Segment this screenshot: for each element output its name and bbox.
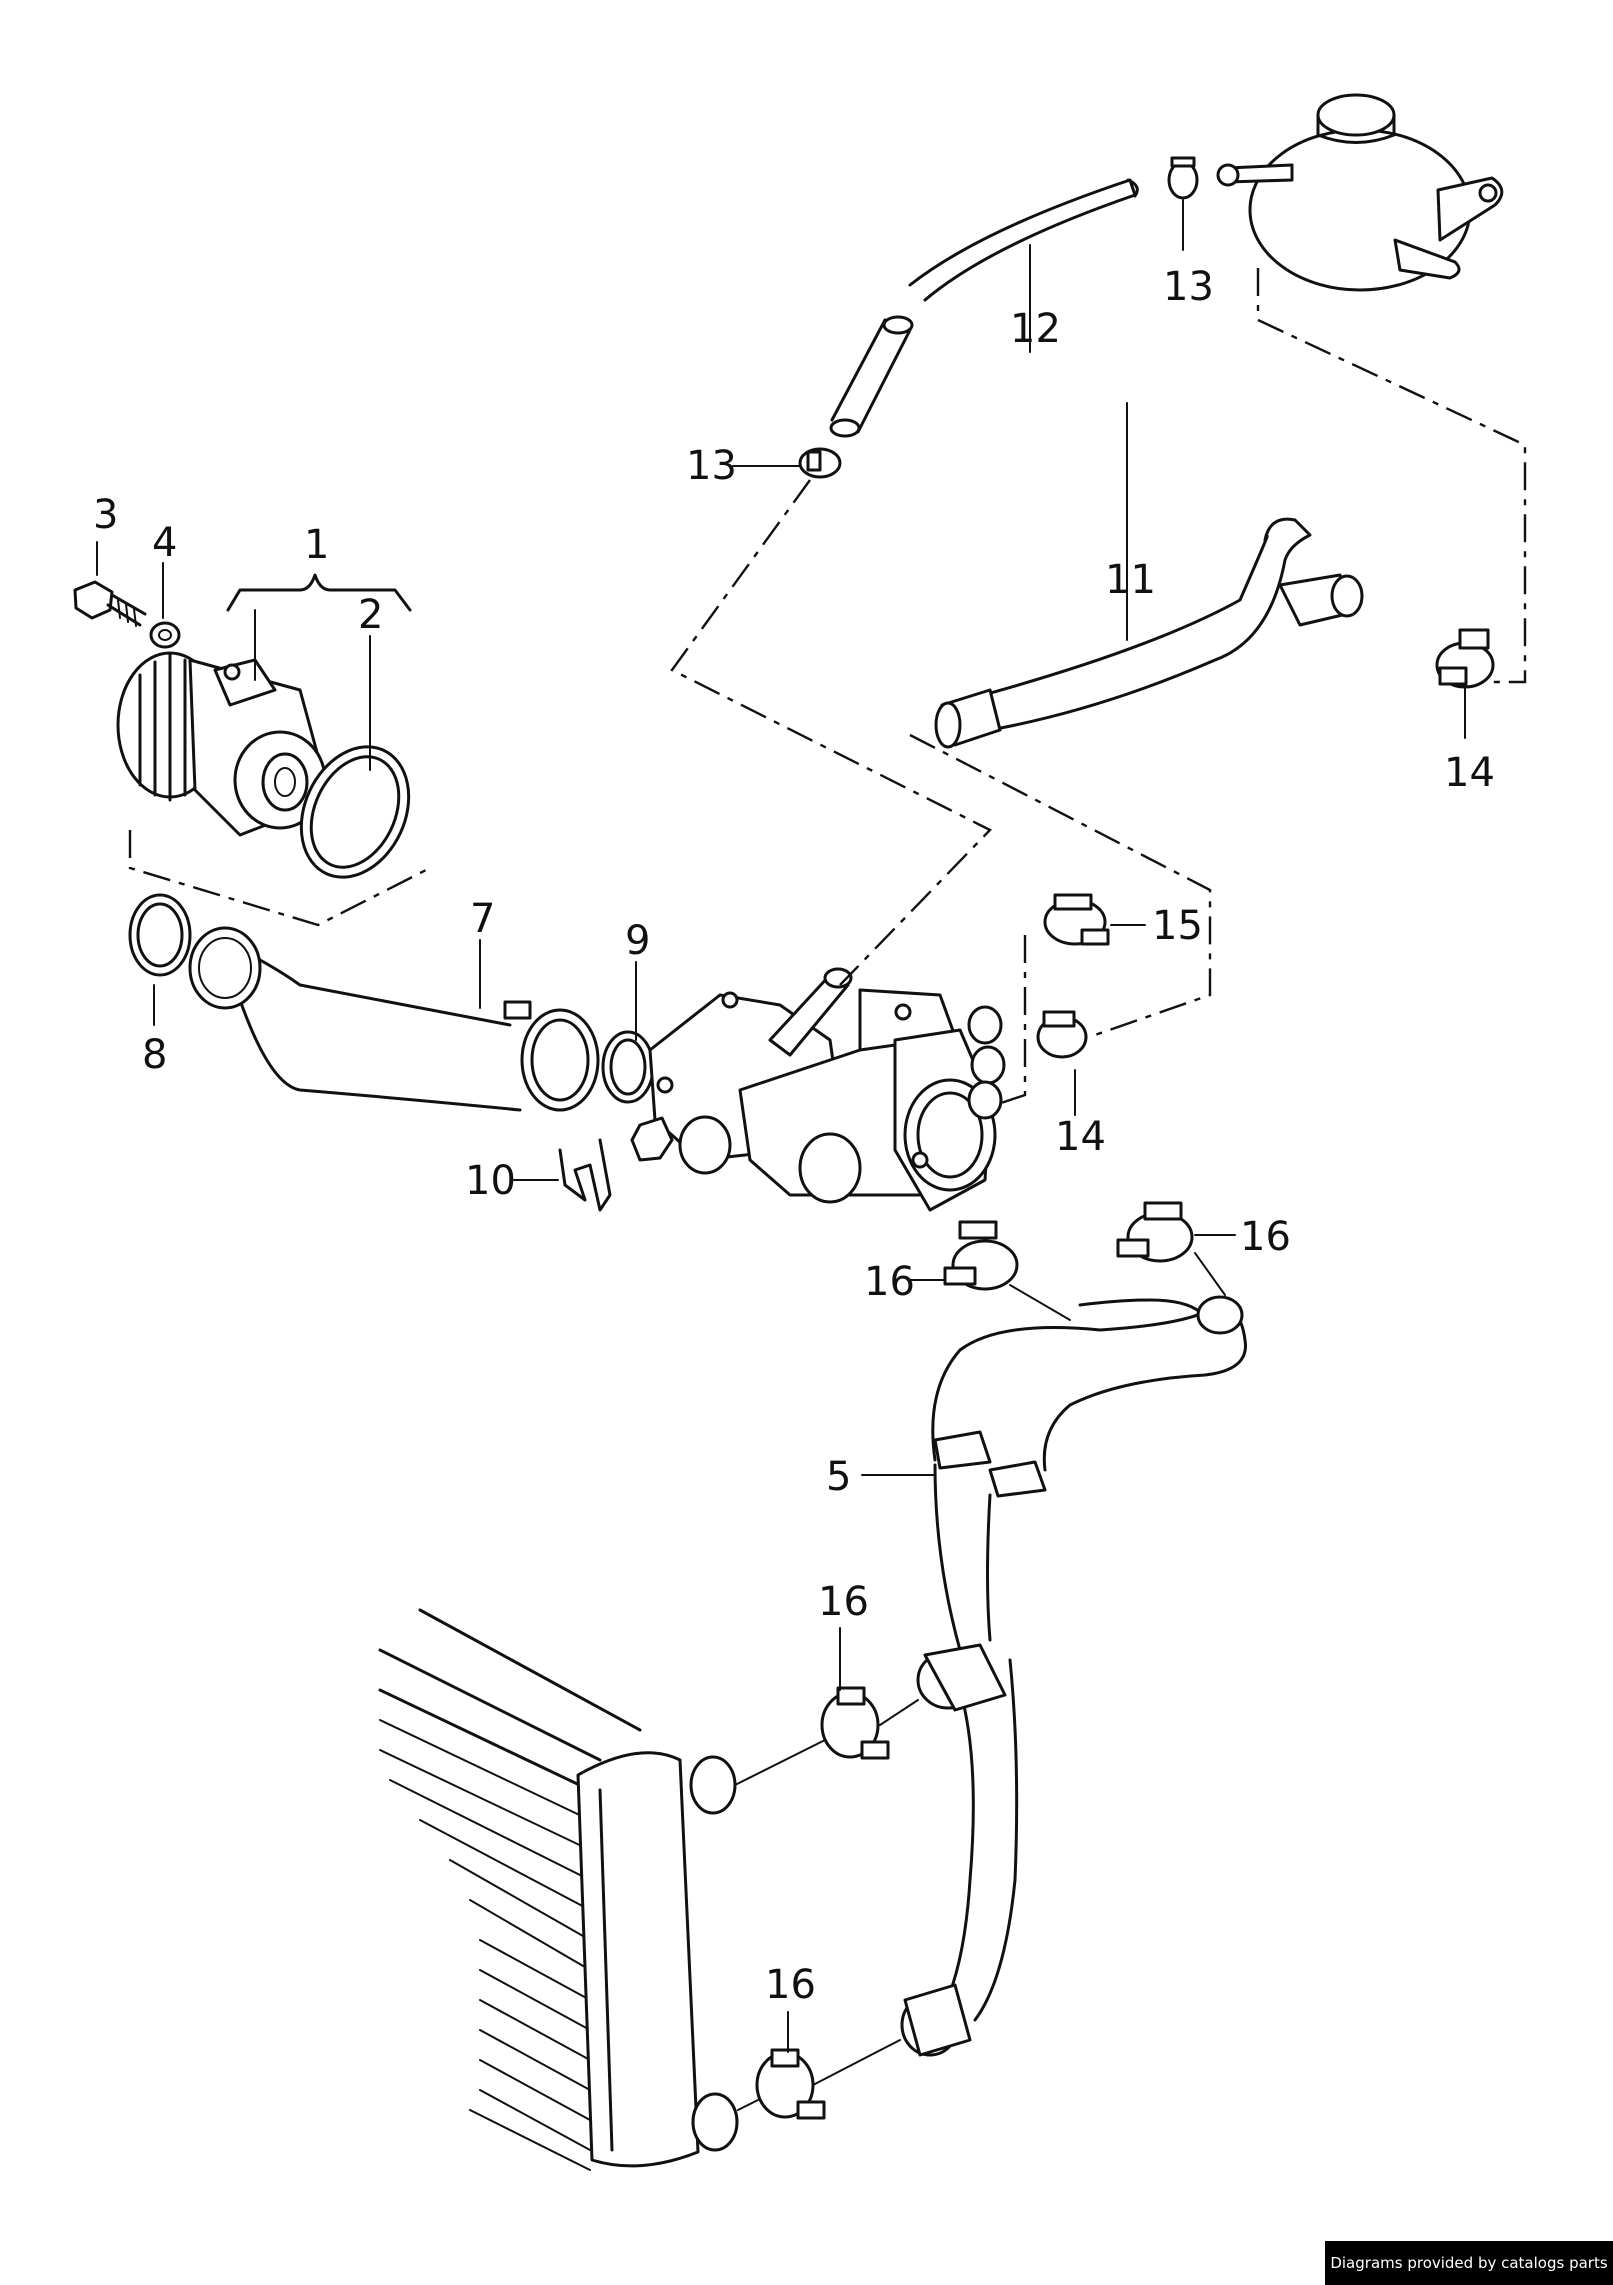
expansion-tank bbox=[1216, 93, 1504, 292]
water-pump bbox=[116, 651, 332, 837]
label-13-lower: 13 bbox=[686, 443, 737, 489]
label-16-radiator-upper: 16 bbox=[818, 1579, 869, 1625]
label-15: 15 bbox=[1152, 903, 1203, 949]
label-13-upper: 13 bbox=[1163, 264, 1214, 310]
clamp-15 bbox=[1043, 893, 1110, 946]
label-7: 7 bbox=[470, 896, 495, 942]
label-9: 9 bbox=[625, 918, 650, 964]
label-12: 12 bbox=[1010, 306, 1061, 352]
o-ring-9 bbox=[601, 1030, 655, 1104]
vent-hose-12 bbox=[829, 178, 1139, 438]
label-1: 1 bbox=[304, 522, 329, 568]
radiator bbox=[378, 1608, 739, 2171]
clamp-16-radiator-upper bbox=[820, 1686, 890, 1760]
label-8: 8 bbox=[142, 1032, 167, 1078]
radiator-hose-5 bbox=[900, 1295, 1247, 2057]
connection-lines bbox=[128, 268, 1527, 1107]
clamp-14-lower bbox=[1036, 1010, 1088, 1059]
label-3: 3 bbox=[93, 492, 118, 538]
label-10: 10 bbox=[465, 1158, 516, 1204]
coolant-pipe-7 bbox=[188, 926, 600, 1112]
o-ring-2 bbox=[299, 745, 411, 879]
label-16-flange-left: 16 bbox=[864, 1259, 915, 1305]
clamp-14-upper bbox=[1435, 628, 1495, 689]
retaining-clip-10 bbox=[558, 1138, 612, 1212]
label-14-upper: 14 bbox=[1444, 750, 1495, 796]
coolant-flange bbox=[630, 967, 1006, 1212]
clamp-13-upper bbox=[1167, 156, 1199, 200]
clamp-16-flange-right bbox=[1116, 1201, 1194, 1263]
label-5: 5 bbox=[826, 1454, 851, 1500]
label-11: 11 bbox=[1105, 557, 1156, 603]
label-2: 2 bbox=[358, 592, 383, 638]
clamp-13-lower bbox=[798, 447, 842, 479]
label-4: 4 bbox=[152, 520, 177, 566]
label-14-lower: 14 bbox=[1055, 1114, 1106, 1160]
label-16-radiator-lower: 16 bbox=[765, 1962, 816, 2008]
part-labels: 1 2 3 4 5 7 8 9 10 11 12 13 13 14 14 15 … bbox=[93, 264, 1495, 2008]
bolt-3 bbox=[73, 580, 147, 627]
washer-4 bbox=[149, 621, 181, 649]
leader-lines bbox=[96, 199, 1466, 2111]
bracket-1 bbox=[226, 573, 412, 612]
o-ring-8 bbox=[128, 893, 192, 977]
clamp-16-flange-left bbox=[943, 1220, 1019, 1291]
credit-badge: Diagrams provided by catalogs parts bbox=[1325, 2241, 1613, 2285]
label-16-flange-right: 16 bbox=[1240, 1214, 1291, 1260]
hose-11 bbox=[934, 517, 1364, 749]
